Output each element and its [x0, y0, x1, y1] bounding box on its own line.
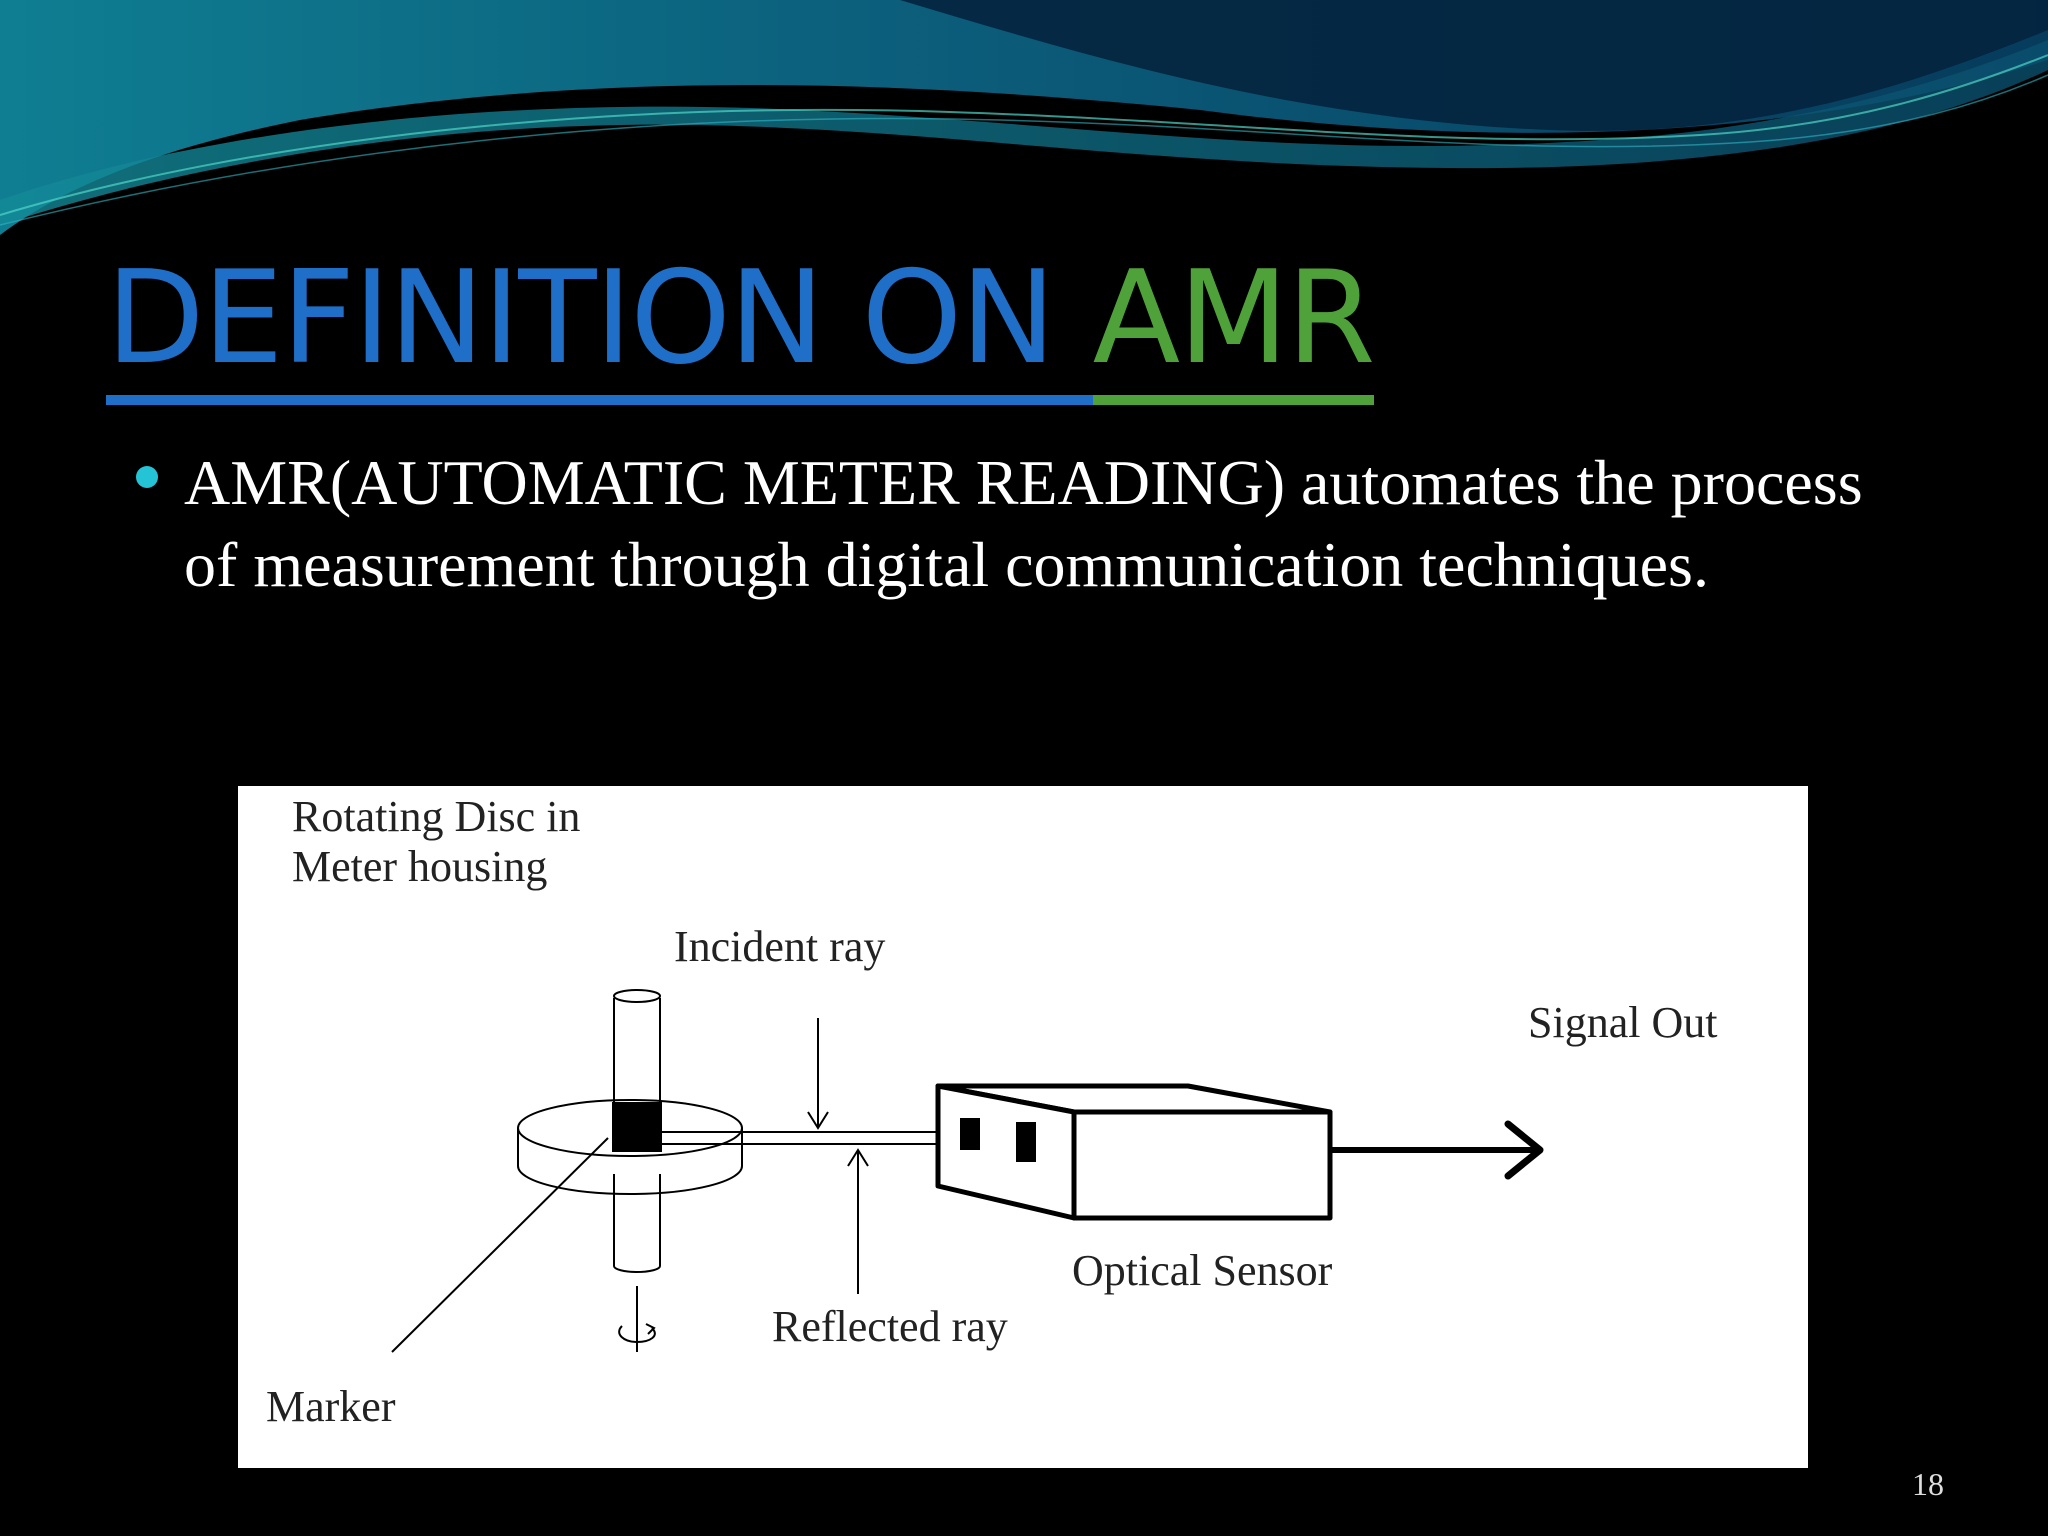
- upper-shaft-top: [613, 989, 661, 1003]
- sensor-front-face: [1071, 1109, 1333, 1221]
- label-signal-out: Signal Out: [1528, 998, 1718, 1047]
- signal-arrowhead-icon: [1504, 1120, 1544, 1180]
- bullet-dot-icon: [136, 466, 158, 488]
- sensor-side-face: [935, 1083, 1077, 1221]
- diagram-drawing: [391, 989, 1544, 1353]
- marker-block: [612, 1102, 662, 1152]
- page-number: 18: [1912, 1466, 1944, 1502]
- rotation-arrowhead: [645, 1323, 656, 1335]
- marker-pointer-line: [391, 1137, 609, 1353]
- wave-banner: [0, 0, 2048, 235]
- incident-arrowhead: [807, 1111, 829, 1130]
- sensor-window-1: [960, 1118, 980, 1150]
- bullet-text: AMR(AUTOMATIC METER READING) automates t…: [184, 447, 1863, 600]
- disc-bottom: [517, 1165, 743, 1195]
- reflected-arrowhead: [847, 1148, 869, 1167]
- label-meter-housing: Meter housing: [292, 842, 548, 891]
- title-part-definition: DEFINITION ON: [106, 244, 1093, 405]
- slide-title: DEFINITION ON AMR: [106, 244, 1376, 405]
- rotation-arrow-icon: [618, 1325, 656, 1344]
- title-part-amr: AMR: [1092, 244, 1376, 405]
- label-marker: Marker: [266, 1382, 396, 1431]
- amr-diagram: Rotating Disc in Meter housing Incident …: [238, 786, 1808, 1468]
- label-optical-sensor: Optical Sensor: [1072, 1246, 1333, 1295]
- sensor-window-2: [1016, 1122, 1036, 1162]
- label-incident-ray: Incident ray: [674, 922, 886, 971]
- label-reflected-ray: Reflected ray: [772, 1302, 1008, 1351]
- lower-shaft-bottom: [613, 1265, 661, 1273]
- label-rotating-disc: Rotating Disc in: [292, 792, 581, 841]
